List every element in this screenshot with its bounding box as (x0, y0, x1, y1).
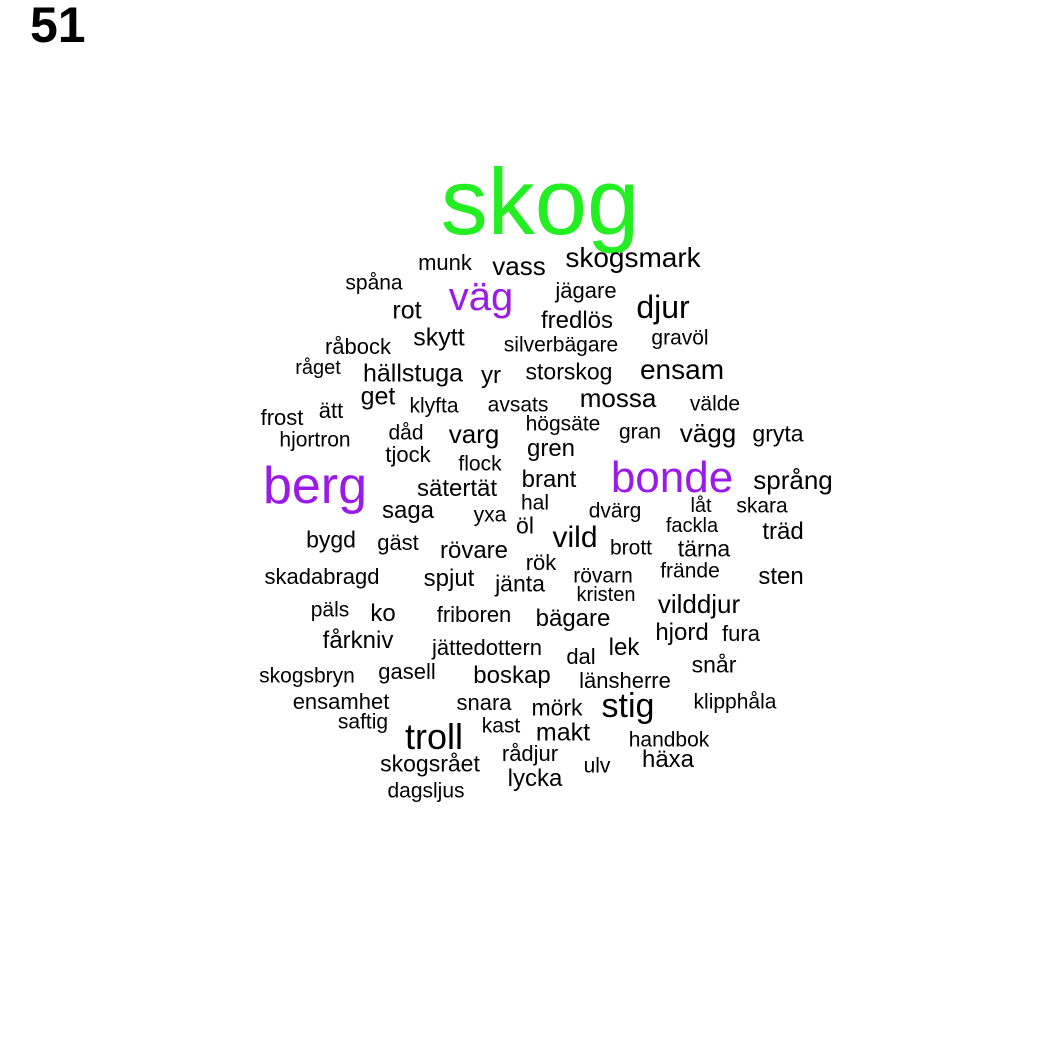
word-väg: väg (448, 275, 514, 319)
word-bonde: bonde (610, 453, 734, 502)
word-bägare: bägare (535, 605, 611, 632)
word-skytt: skytt (413, 323, 465, 352)
word-silverbägare: silverbägare (503, 333, 619, 357)
page-number: 51 (30, 0, 86, 53)
word-kast: kast (481, 714, 521, 738)
word-sten: sten (758, 563, 804, 590)
word-högsäte: högsäte (525, 412, 601, 436)
word-saftig: saftig (337, 710, 389, 734)
word-snara: snara (456, 690, 512, 715)
word-skogsbryn: skogsbryn (259, 664, 355, 688)
word-hällstuga: hällstuga (362, 359, 464, 388)
word-stig: stig (601, 687, 655, 725)
word-fackla: fackla (665, 515, 719, 537)
word-avsats: avsats (487, 393, 549, 417)
word-kristen: kristen (576, 584, 636, 606)
word-välde: välde (689, 392, 741, 416)
word-länsherre: länsherre (579, 668, 671, 693)
word-fredlös: fredlös (540, 307, 614, 334)
word-öl: öl (516, 512, 534, 539)
word-jägare: jägare (555, 278, 617, 303)
word-rövarn: rövarn (573, 564, 633, 588)
word-gryta: gryta (752, 420, 804, 447)
word-yxa: yxa (473, 503, 507, 527)
word-jättedottern: jättedottern (431, 635, 543, 660)
word-låt: låt (690, 495, 712, 517)
word-fura: fura (722, 621, 760, 646)
word-troll: troll (404, 716, 464, 757)
word-ensamhet: ensamhet (292, 689, 390, 714)
word-skara: skara (736, 494, 788, 518)
word-gasell: gasell (378, 659, 436, 684)
word-språng: språng (753, 465, 833, 495)
word-munk: munk (418, 250, 472, 275)
word-hal: hal (520, 491, 550, 515)
word-storskog: storskog (525, 358, 613, 385)
word-jänta: jänta (495, 570, 545, 597)
word-varg: varg (448, 419, 500, 449)
word-gran: gran (618, 420, 662, 444)
word-vilddjur: vilddjur (657, 589, 741, 619)
word-rot: rot (392, 296, 422, 325)
word-lycka: lycka (507, 765, 563, 792)
word-skogsrået: skogsrået (380, 750, 480, 777)
word-mossa: mossa (579, 383, 657, 413)
word-dåd: dåd (388, 421, 424, 445)
word-skadabragd: skadabragd (264, 564, 380, 589)
word-berg: berg (262, 457, 368, 515)
word-sätertät: sätertät (416, 475, 498, 502)
word-saga: saga (381, 497, 435, 524)
word-träd: träd (762, 518, 804, 545)
word-mörk: mörk (531, 694, 583, 721)
word-lek: lek (608, 634, 640, 661)
word-råget: råget (295, 357, 341, 379)
word-gäst: gäst (377, 530, 419, 555)
word-friboren: friboren (436, 602, 512, 627)
word-gravöl: gravöl (651, 326, 709, 350)
word-get: get (360, 382, 396, 411)
word-vass: vass (492, 251, 546, 281)
word-skog: skog (440, 149, 640, 254)
word-ensam: ensam (639, 354, 725, 385)
word-ko: ko (370, 600, 396, 627)
word-boskap: boskap (473, 662, 551, 689)
word-dvärg: dvärg (588, 499, 642, 523)
word-frost: frost (260, 405, 304, 430)
word-rövare: rövare (439, 537, 509, 564)
word-ätt: ätt (318, 398, 344, 423)
word-frände: frände (660, 559, 720, 583)
word-gren: gren (526, 435, 576, 462)
word-yr: yr (481, 362, 501, 389)
word-fårkniv: fårkniv (322, 627, 394, 654)
word-spjut: spjut (423, 565, 475, 592)
word-makt: makt (535, 718, 591, 747)
word-hjortron: hjortron (279, 428, 351, 452)
word-rök: rök (525, 550, 557, 575)
word-tärna: tärna (677, 535, 731, 562)
word-vägg: vägg (679, 418, 737, 448)
word-skogsmark: skogsmark (565, 242, 701, 273)
word-brant: brant (521, 466, 577, 493)
word-råbock: råbock (324, 334, 392, 359)
word-snår: snår (691, 651, 737, 678)
word-spåna: spåna (345, 271, 403, 295)
word-bygd: bygd (306, 526, 356, 553)
word-dal: dal (566, 644, 596, 669)
word-hjord: hjord (655, 619, 709, 646)
word-häxa: häxa (641, 746, 695, 773)
word-tjock: tjock (385, 442, 431, 467)
word-klyfta: klyfta (409, 394, 459, 418)
word-päls: päls (310, 598, 350, 622)
word-handbok: handbok (628, 728, 710, 752)
word-brott: brott (609, 536, 653, 560)
word-dagsljus: dagsljus (387, 779, 465, 803)
word-djur: djur (636, 289, 690, 325)
word-flock: flock (458, 452, 502, 476)
word-rådjur: rådjur (501, 741, 559, 766)
word-vild: vild (552, 521, 598, 554)
word-klipphåla: klipphåla (693, 690, 777, 714)
word-ulv: ulv (583, 754, 611, 778)
